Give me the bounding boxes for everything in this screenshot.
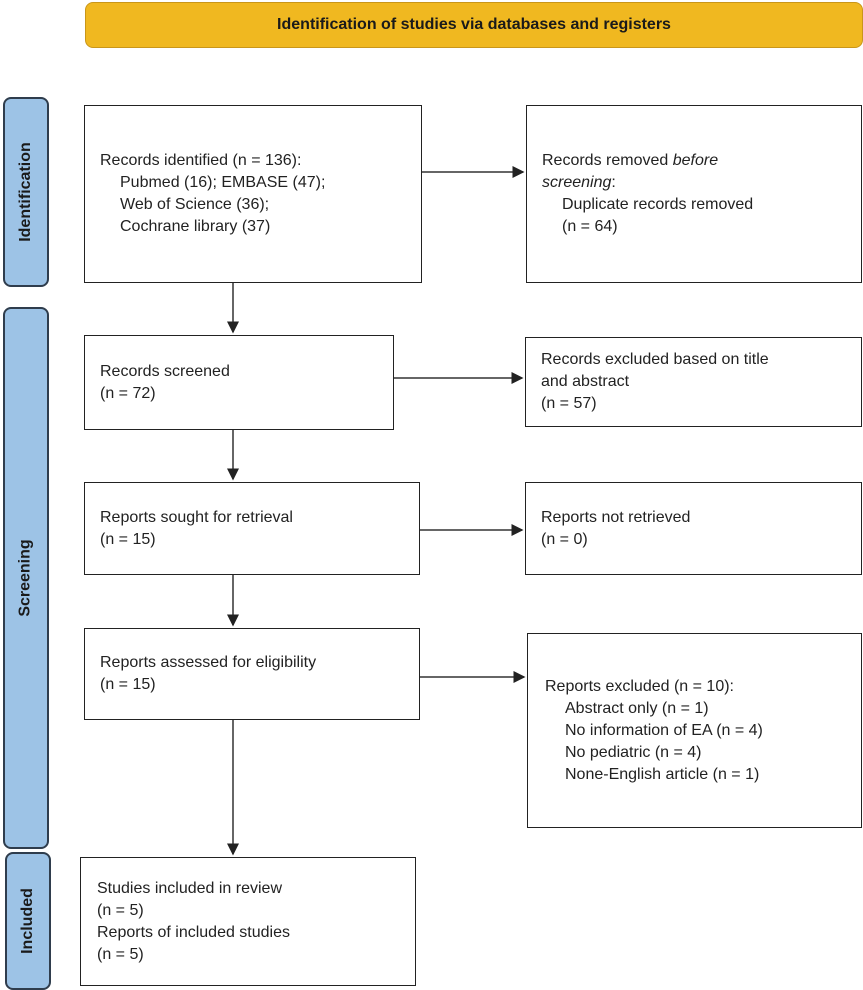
header-banner: Identification of studies via databases … [85,2,863,48]
reports-assessed-box: Reports assessed for eligibility (n = 15… [84,628,420,720]
stage-screening: Screening [3,307,49,849]
box-text: Records identified (n = 136): [100,152,302,169]
records-screened-box: Records screened (n = 72) [84,335,394,430]
records-removed-box: Records removed before screening: Duplic… [526,105,862,283]
box-count: (n = 15) [100,530,156,548]
reason-item: Abstract only (n = 1) [565,699,709,717]
stage-included: Included [5,852,51,990]
studies-included-box: Studies included in review (n = 5) Repor… [80,857,416,986]
box-text: screening: [542,174,616,191]
box-count: (n = 5) [97,901,144,919]
box-text: Records removed before [542,152,719,169]
reason-item: No pediatric (n = 4) [565,743,702,761]
records-excluded-box: Records excluded based on title and abst… [525,337,862,427]
box-text: Reports of included studies [97,923,290,941]
source-item: Cochrane library (37) [120,218,271,235]
reports-excluded-box: Reports excluded (n = 10): Abstract only… [527,633,862,828]
box-text: Reports not retrieved [541,508,691,526]
box-text: Reports sought for retrieval [100,508,293,526]
box-text: Duplicate records removed [562,196,754,213]
reason-item: No information of EA (n = 4) [565,721,763,739]
reason-item: None-English article (n = 1) [565,765,760,783]
stage-identification: Identification [3,97,49,287]
box-count: (n = 72) [100,384,156,402]
box-count: (n = 15) [100,676,156,693]
reports-sought-box: Reports sought for retrieval (n = 15) [84,482,420,575]
source-item: Web of Science (36); [120,196,270,213]
records-identified-box: Records identified (n = 136): Pubmed (16… [84,105,422,283]
box-text: Studies included in review [97,879,282,897]
box-count: (n = 0) [541,530,588,548]
box-text: and abstract [541,373,630,390]
box-text: Reports excluded (n = 10): [545,677,734,695]
header-title: Identification of studies via databases … [277,16,671,33]
box-count: (n = 64) [562,218,618,235]
box-text: Records screened [100,362,230,380]
reports-not-retrieved-box: Reports not retrieved (n = 0) [525,482,862,575]
source-item: Pubmed (16); EMBASE (47); [120,174,326,191]
box-text: Records excluded based on title [541,351,769,368]
box-count: (n = 5) [97,945,144,963]
box-text: Reports assessed for eligibility [100,654,317,671]
box-count: (n = 57) [541,395,597,412]
